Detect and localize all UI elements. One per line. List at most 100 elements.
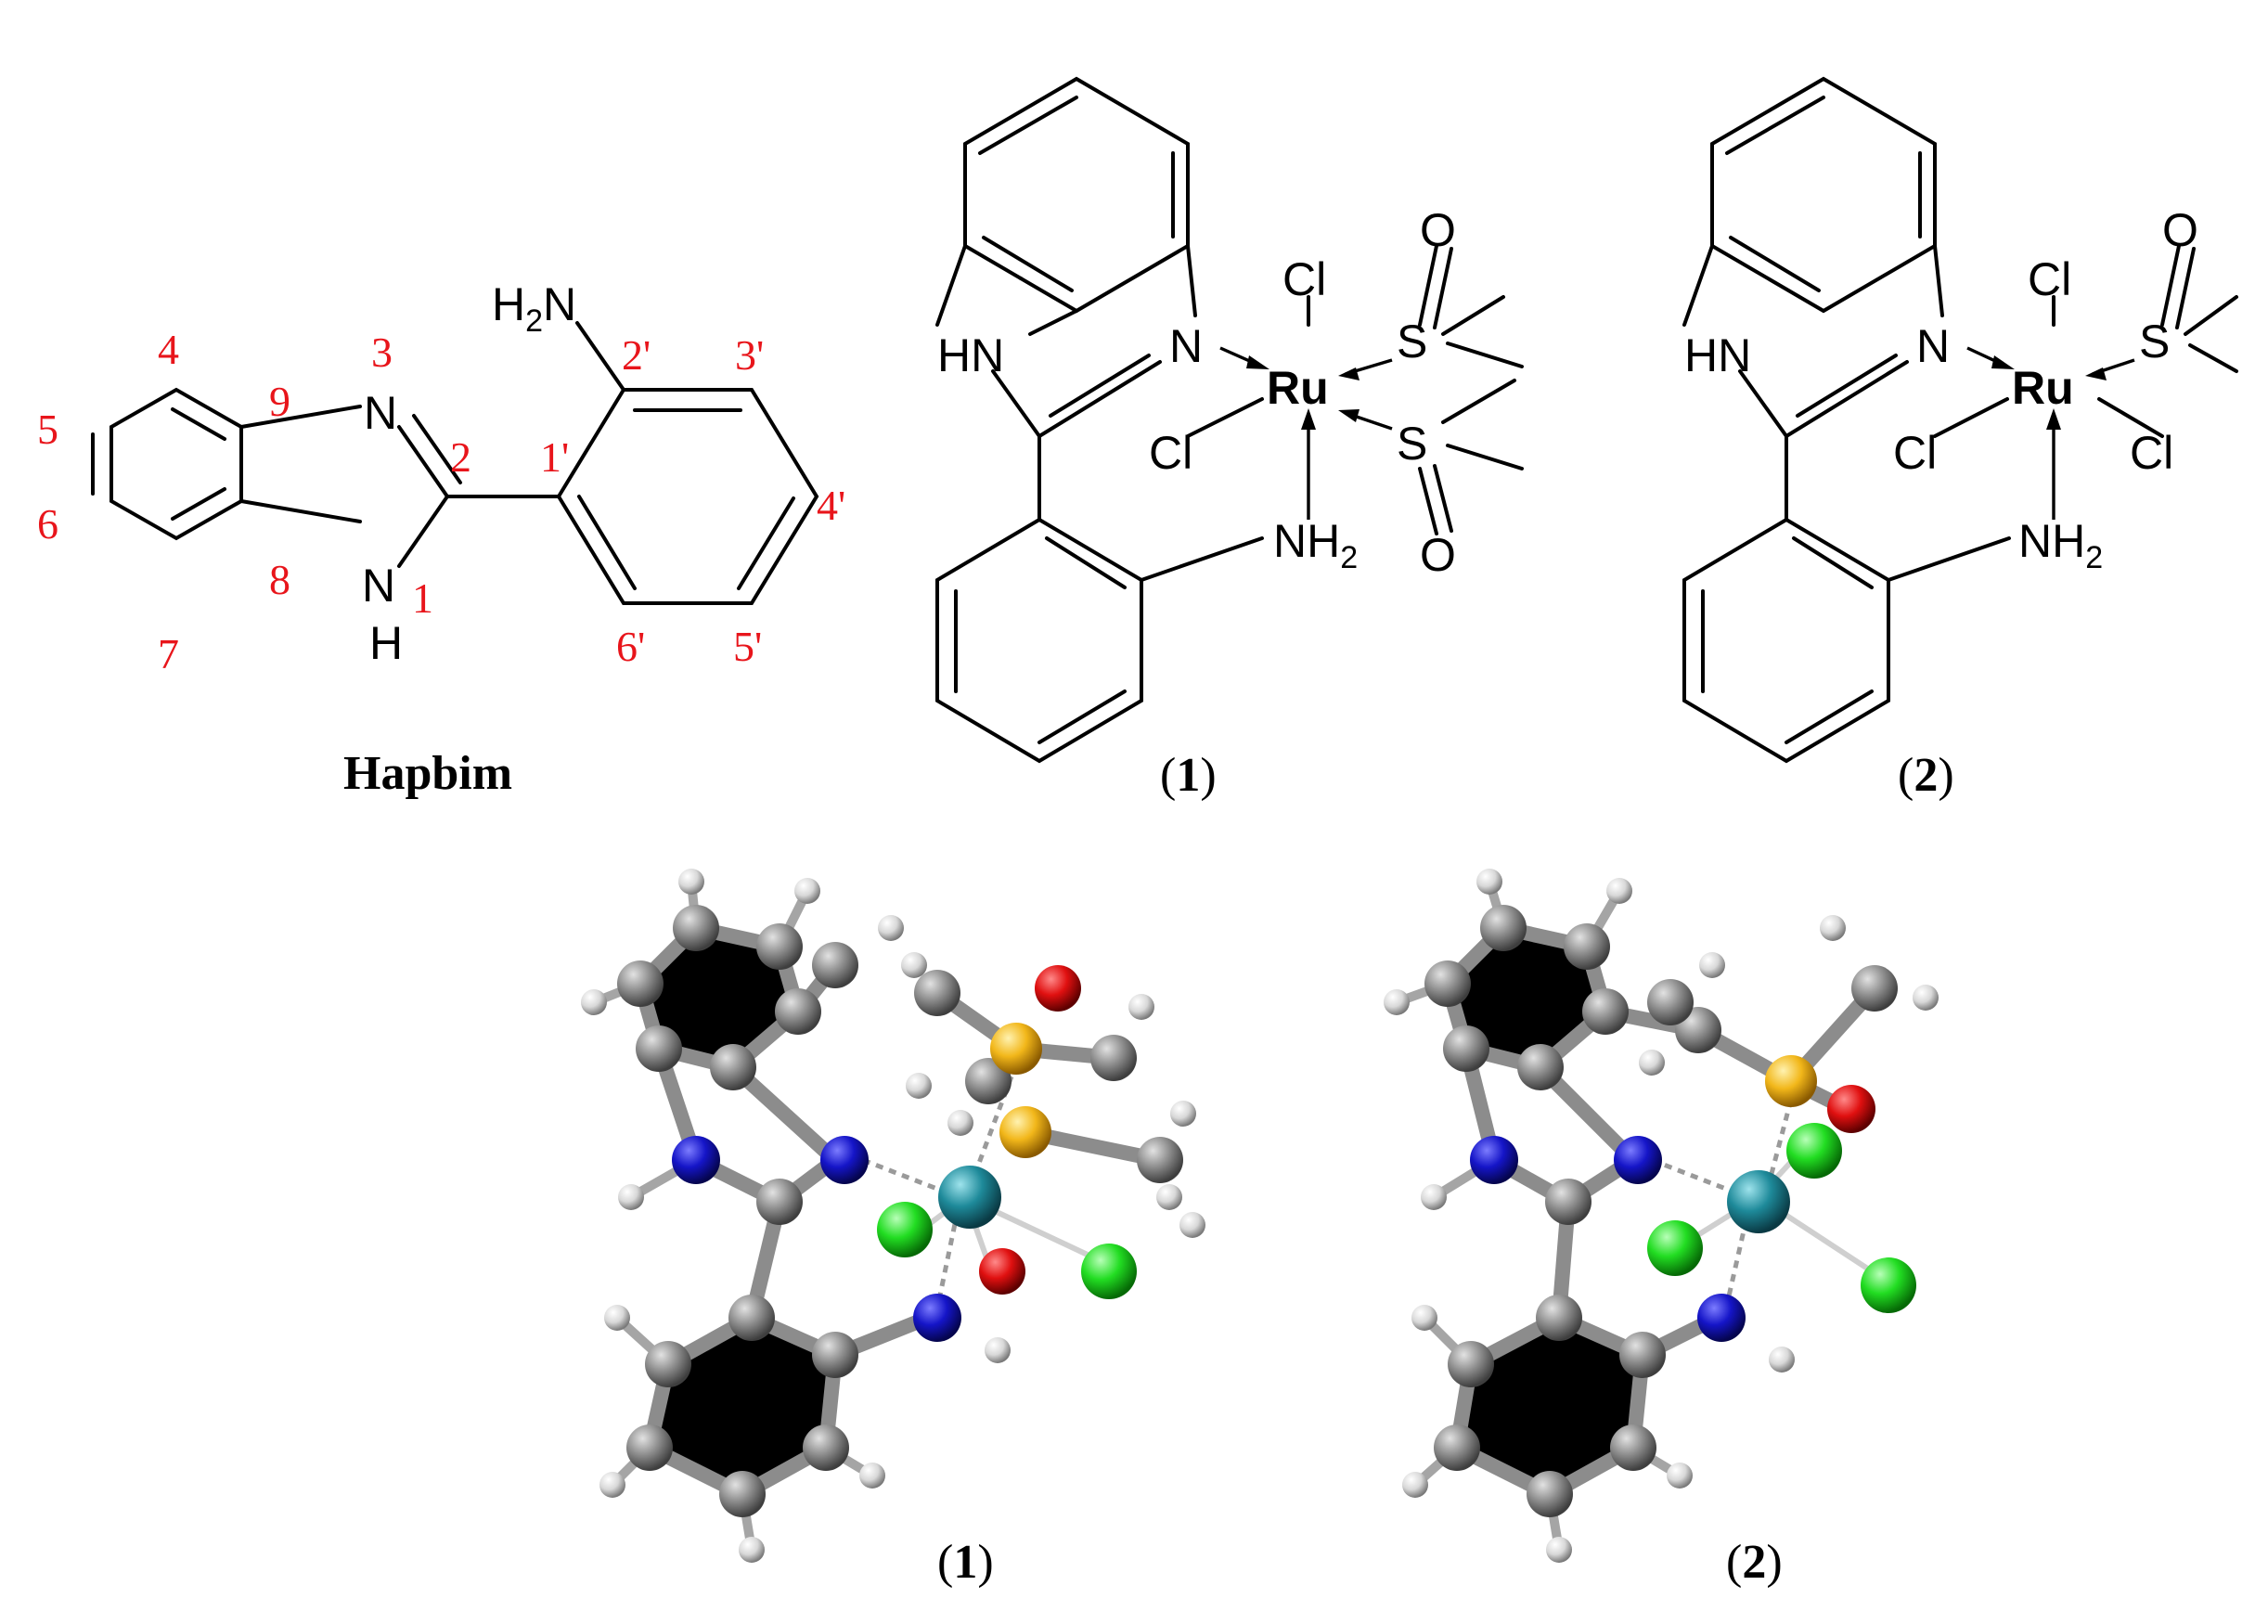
carbon-atom: [1527, 1471, 1573, 1517]
carbon-atom: [1137, 1137, 1183, 1183]
locant: 1: [412, 574, 433, 622]
ruthenium-atom: [1727, 1170, 1790, 1233]
model1-atoms: [581, 869, 1205, 1563]
nitrogen-atom: [1470, 1136, 1518, 1184]
carbon-atom: [803, 1424, 849, 1471]
complex1-o-top: O: [1420, 204, 1456, 256]
model1-render: (1): [581, 869, 1205, 1589]
oxygen-atom: [1827, 1085, 1875, 1133]
nitrogen-atom: [1614, 1136, 1662, 1184]
sulfur-atom: [999, 1106, 1051, 1158]
complex1-s-bottom: S: [1397, 418, 1427, 470]
carbon-atom: [914, 970, 960, 1016]
carbon-atom: [1480, 905, 1527, 951]
hapbim-structure: N N H H2N 4 3 5 9 2 1' 2' 3' 4' 6 8 1 7 …: [37, 278, 845, 800]
complex2-ru: Ru: [2012, 362, 2074, 414]
locant: 4': [817, 482, 845, 529]
carbon-atom: [812, 1332, 858, 1378]
model2-atoms: [1384, 869, 1939, 1563]
complex2-cl-right: Cl: [2130, 427, 2173, 479]
hydrogen-atom: [901, 952, 927, 978]
model2-render: (2): [1384, 869, 1939, 1589]
hydrogen-atom: [1820, 915, 1846, 941]
locant: 2: [450, 433, 471, 481]
carbon-atom: [1610, 1424, 1656, 1471]
complex1-s-top: S: [1397, 316, 1427, 367]
complex2-cl-top: Cl: [2028, 253, 2071, 305]
carbon-atom: [1090, 1035, 1137, 1081]
hydrogen-atom: [1421, 1184, 1447, 1210]
carbon-atom: [1851, 965, 1898, 1012]
hydrogen-atom: [678, 869, 704, 895]
chlorine-atom: [1081, 1244, 1137, 1299]
complex2-n: N: [1916, 320, 1950, 372]
hydrogen-atom: [1156, 1184, 1182, 1210]
complex2-nh2: NH2: [2018, 515, 2103, 575]
hydrogen-atom: [1667, 1463, 1693, 1489]
carbon-atom: [1619, 1332, 1666, 1378]
hapbim-name: Hapbim: [343, 747, 512, 800]
carbon-atom: [1545, 1179, 1591, 1225]
carbon-atom: [1448, 1341, 1494, 1387]
carbon-atom: [617, 960, 664, 1007]
chlorine-atom: [1647, 1220, 1703, 1276]
carbon-atom: [1564, 923, 1610, 970]
hydrogen-atom: [739, 1537, 765, 1563]
complex2-cl-left: Cl: [1893, 427, 1937, 479]
complex1-bonds: [935, 76, 1524, 764]
carbon-atom: [626, 1424, 673, 1471]
complex1-ru: Ru: [1267, 362, 1329, 414]
hydrogen-atom: [1170, 1101, 1196, 1127]
hydrogen-atom: [878, 915, 904, 941]
carbon-atom: [756, 923, 803, 970]
carbon-atom: [1536, 1295, 1582, 1341]
hapbim-locants: 4 3 5 9 2 1' 2' 3' 4' 6 8 1 7 6' 5': [37, 326, 845, 677]
hapbim-atom-h1: H: [369, 617, 403, 669]
nitrogen-atom: [672, 1136, 720, 1184]
complex1-n: N: [1169, 320, 1203, 372]
hapbim-atom-nh2: H2N: [492, 278, 576, 339]
hydrogen-atom: [1411, 1305, 1437, 1331]
model2-caption: (2): [1726, 1536, 1783, 1589]
hydrogen-atom: [859, 1463, 885, 1489]
hydrogen-atom: [906, 1073, 932, 1099]
locant: 6': [616, 623, 645, 670]
hydrogen-atom: [1128, 994, 1154, 1020]
locant: 1': [540, 433, 569, 481]
hydrogen-atom: [1179, 1212, 1205, 1238]
complex1-cl-top: Cl: [1282, 253, 1326, 305]
locant: 7: [158, 630, 179, 677]
complex1-cl-left: Cl: [1149, 427, 1192, 479]
hydrogen-atom: [581, 989, 607, 1015]
carbon-atom: [673, 905, 719, 951]
locant: 8: [269, 556, 290, 603]
locant: 2': [622, 331, 651, 379]
carbon-atom: [1517, 1044, 1564, 1090]
hydrogen-atom: [947, 1110, 973, 1136]
carbon-atom: [1424, 960, 1471, 1007]
locant: 4: [158, 326, 179, 373]
oxygen-atom: [1035, 965, 1081, 1012]
hydrogen-atom: [1606, 878, 1632, 904]
carbon-atom: [1434, 1424, 1480, 1471]
complex2-structure: HN N Ru Cl Cl Cl S O NH2 (2): [1682, 76, 2238, 802]
model1-caption: (1): [937, 1536, 994, 1589]
locant: 3: [371, 329, 393, 376]
ruthenium-atom: [938, 1166, 1001, 1229]
carbon-atom: [756, 1179, 803, 1225]
complex2-hn: HN: [1684, 329, 1751, 381]
complex2-bonds: [1682, 76, 2238, 764]
carbon-atom: [812, 942, 858, 988]
sulfur-atom: [1765, 1055, 1817, 1107]
carbon-atom: [636, 1025, 682, 1072]
hydrogen-atom: [1384, 989, 1410, 1015]
hydrogen-atom: [794, 878, 820, 904]
hydrogen-atom: [1913, 985, 1939, 1011]
carbon-atom: [728, 1295, 775, 1341]
locant: 5': [733, 623, 762, 670]
hapbim-bonds: [91, 321, 819, 605]
carbon-atom: [775, 988, 821, 1035]
complex2-o: O: [2162, 204, 2198, 256]
nitrogen-atom: [1697, 1294, 1746, 1342]
